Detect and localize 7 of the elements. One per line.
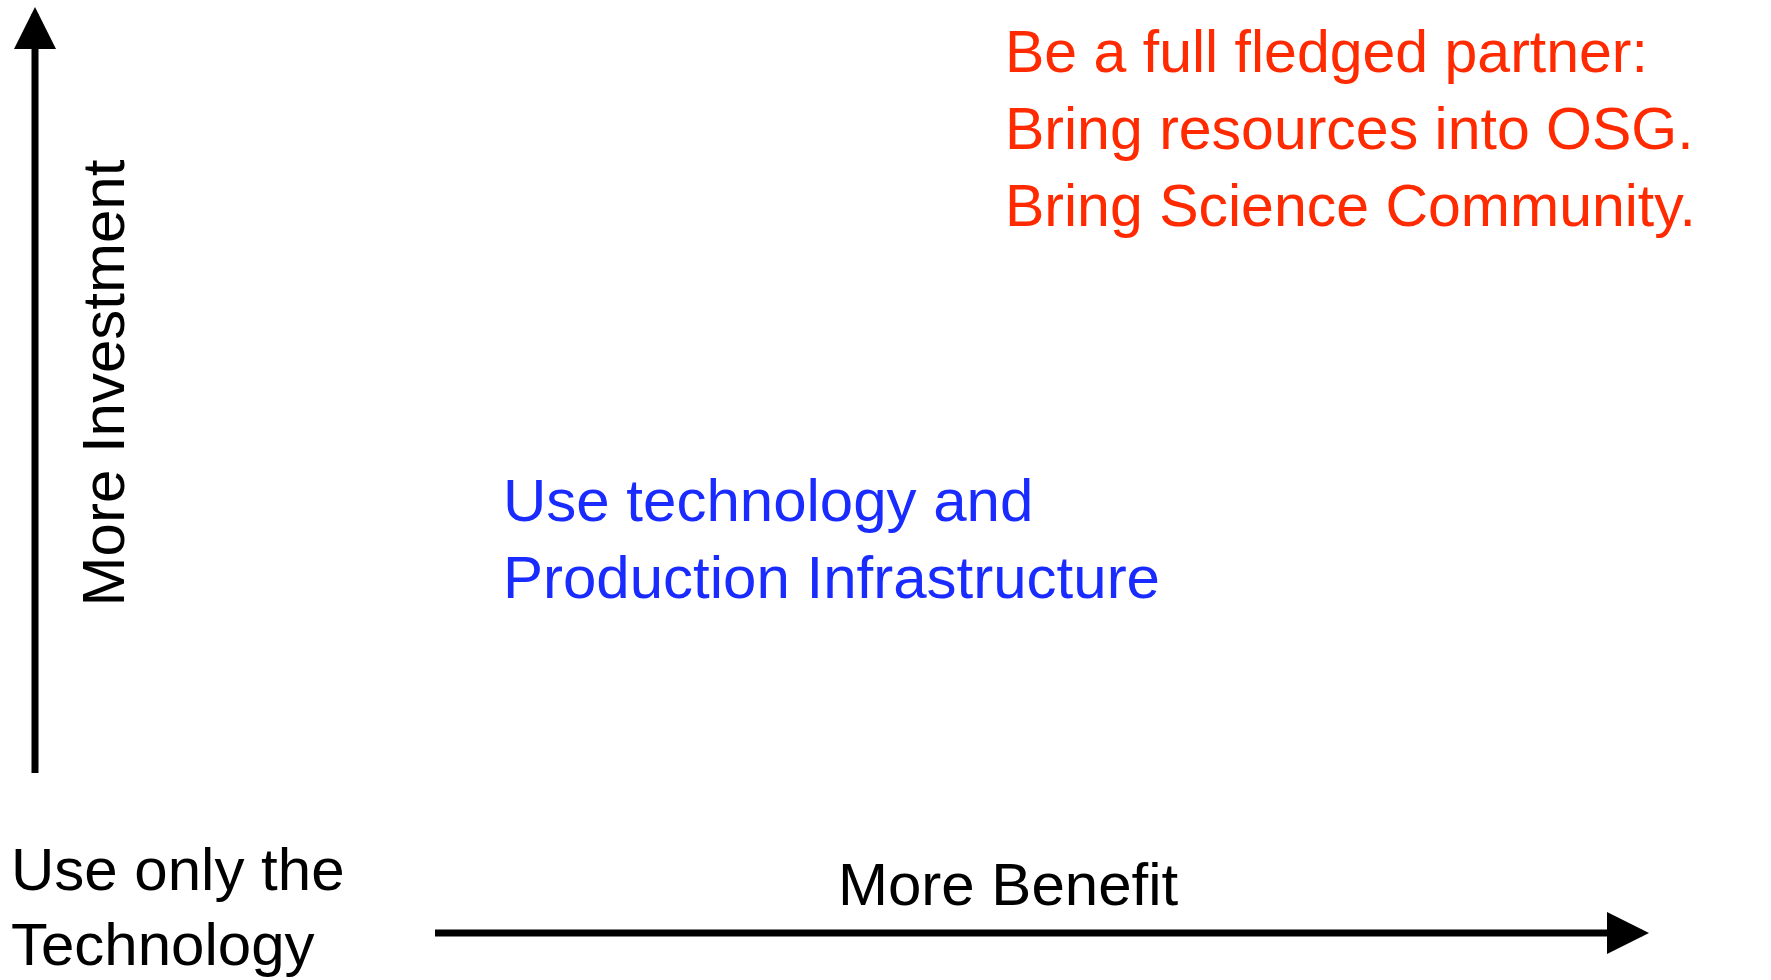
label-text: Bring Science Community. <box>1005 172 1696 241</box>
label-text: More Benefit <box>838 850 1179 920</box>
axis-label: More Investment <box>69 159 138 607</box>
label-text: Be a full fledged partner: <box>1005 18 1648 87</box>
label-text: Use only the Technology <box>11 835 346 980</box>
label-text: Use technology and Production Infrastructure <box>503 466 1161 613</box>
label-text: Bring resources into OSG. <box>1005 95 1694 164</box>
